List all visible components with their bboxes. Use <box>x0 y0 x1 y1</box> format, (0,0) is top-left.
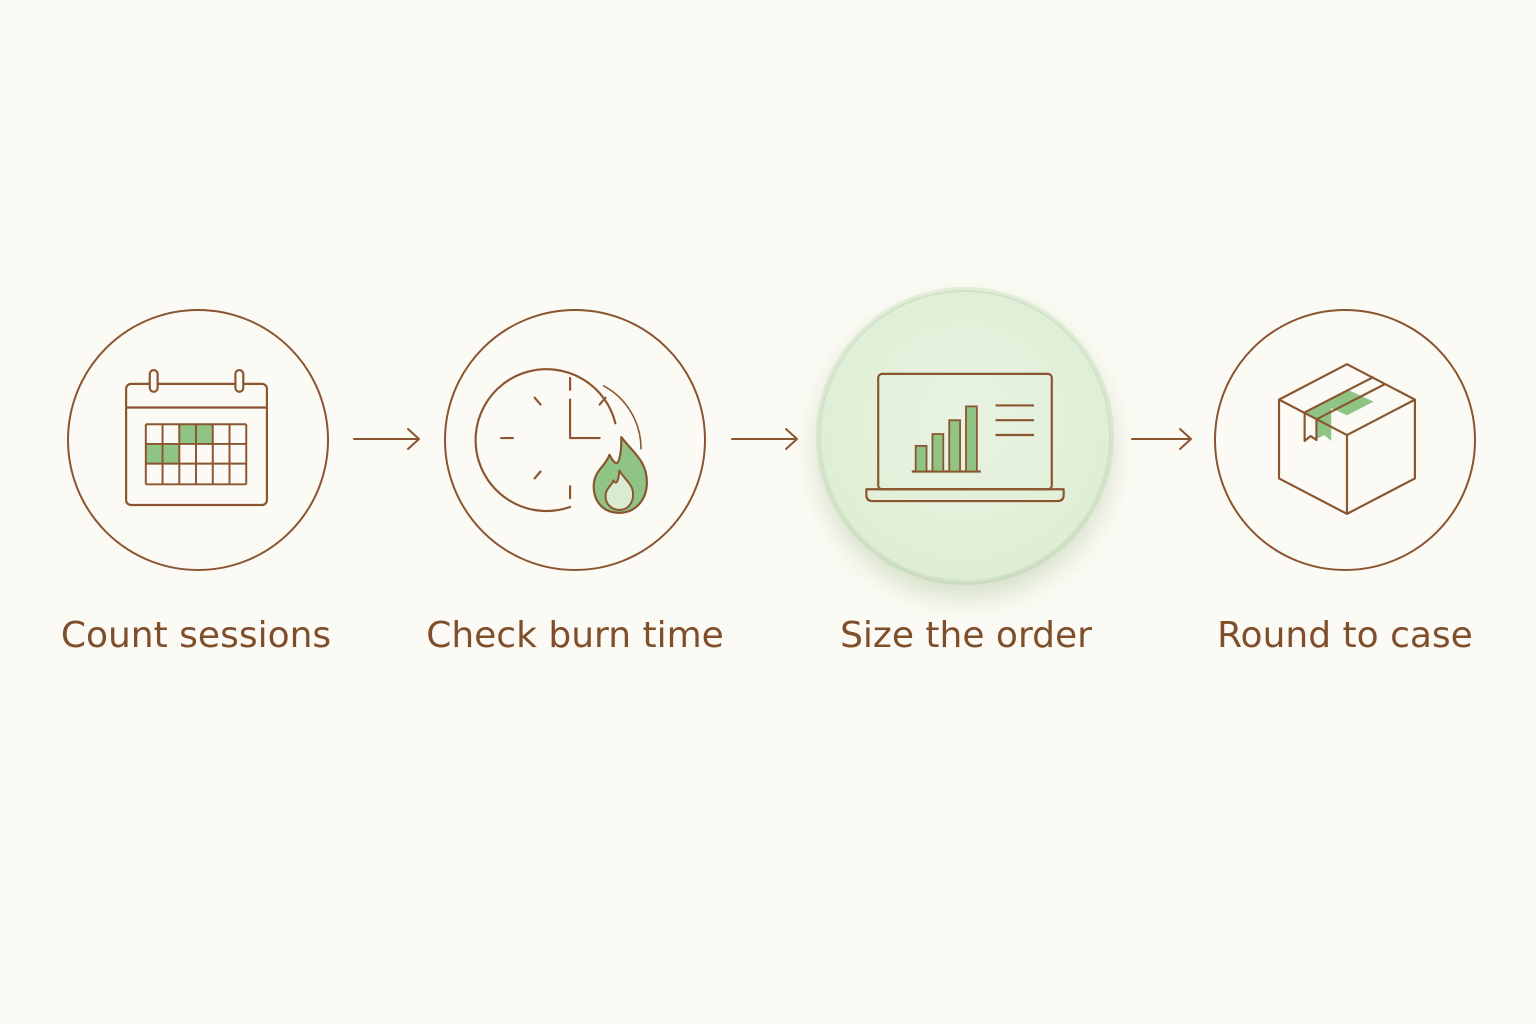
step-circle-highlighted <box>819 290 1111 582</box>
arrow-right-icon <box>1130 424 1200 454</box>
arrow-right-icon <box>352 424 422 454</box>
step-label: Check burn time <box>426 615 724 656</box>
step-circle <box>1214 309 1476 571</box>
arrow-right-icon <box>730 424 800 454</box>
step-label: Size the order <box>840 615 1092 656</box>
clock-flame-icon <box>474 368 648 514</box>
box-icon <box>1277 363 1416 515</box>
calendar-icon <box>125 369 269 507</box>
step-label: Round to case <box>1217 615 1473 656</box>
laptop-chart-icon <box>865 372 1065 503</box>
step-label: Count sessions <box>60 615 332 656</box>
step-circle <box>67 309 329 571</box>
step-circle <box>444 309 706 571</box>
